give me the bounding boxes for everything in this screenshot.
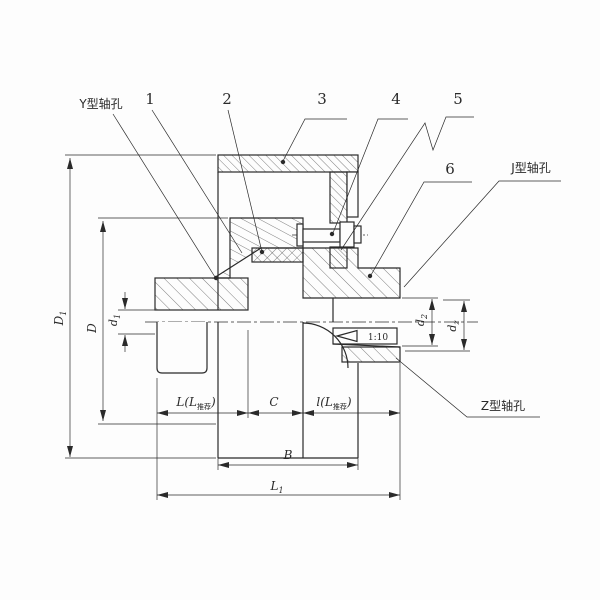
label-dim-B: B xyxy=(283,448,293,462)
bolt-shaft xyxy=(302,228,341,243)
drum-rim-section xyxy=(217,154,359,173)
label-j-hole: J型轴孔 xyxy=(510,160,551,175)
left-hub-outline-lower xyxy=(156,322,208,374)
label-dim-d2: d2 xyxy=(414,314,429,326)
leader-6 xyxy=(370,181,472,276)
label-z-hole: Z型轴孔 xyxy=(481,398,525,413)
pin-bolt xyxy=(296,221,362,248)
bolt-head xyxy=(339,221,355,248)
label-part1: 1 xyxy=(145,90,155,108)
taper-callout-box xyxy=(332,327,398,345)
right-hub-lower-section xyxy=(341,346,401,363)
leader-z-hole xyxy=(395,357,540,418)
labels: Y型轴孔 1 2 3 4 5 6 J型轴孔 Z型轴孔 D1 D d1 d2 dz… xyxy=(52,90,551,495)
label-dim-D: D xyxy=(85,323,99,334)
label-dim-dz: dz xyxy=(446,320,461,332)
label-dim-L1: L1 xyxy=(269,479,283,495)
taper-symbol-triangle xyxy=(334,329,358,343)
elastic-element-section xyxy=(251,247,304,263)
leader-lines xyxy=(112,109,561,418)
label-dim-l: l(L推荐) xyxy=(316,395,352,411)
label-y-hole: Y型轴孔 xyxy=(78,96,122,111)
label-dim-d1: d1 xyxy=(107,314,122,326)
leader-5 xyxy=(340,116,474,251)
leader-j-hole xyxy=(403,180,561,288)
bolt-end-cap xyxy=(353,225,362,244)
leader-y-hole xyxy=(112,113,216,278)
label-part6: 6 xyxy=(445,160,455,178)
label-dim-D1: D1 xyxy=(52,311,68,327)
drum-right-collar xyxy=(346,171,359,218)
label-taper-ratio: 1:10 xyxy=(368,333,388,343)
right-flange-section xyxy=(302,247,401,299)
leader-dots xyxy=(213,159,373,281)
label-dim-L: L(L推荐) xyxy=(175,395,216,411)
label-part2: 2 xyxy=(222,90,232,108)
label-part5: 5 xyxy=(453,90,463,108)
flange-fillet-arc xyxy=(302,322,349,369)
dimension-lines xyxy=(67,158,467,498)
left-hub-section xyxy=(154,277,249,311)
leader-3 xyxy=(282,118,347,162)
extension-lines xyxy=(65,154,470,500)
bolt-washer xyxy=(296,223,304,247)
label-dim-C: C xyxy=(269,395,278,409)
leader-1 xyxy=(151,109,243,254)
leader-4 xyxy=(332,118,408,234)
leader-2 xyxy=(227,109,263,253)
label-part3: 3 xyxy=(317,90,327,108)
coupling-geometry xyxy=(154,154,401,459)
label-part4: 4 xyxy=(391,90,401,108)
drum-web-upper xyxy=(329,171,348,224)
